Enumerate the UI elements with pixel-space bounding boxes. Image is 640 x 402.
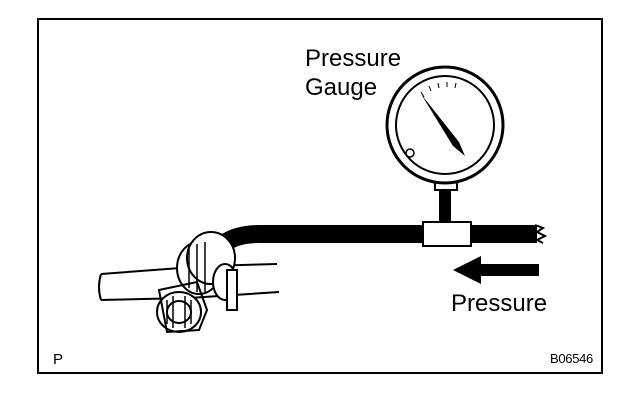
gauge-needle bbox=[421, 94, 465, 156]
pressure-hose bbox=[202, 225, 537, 267]
corner-mark: P bbox=[53, 351, 64, 368]
diagram-illustration bbox=[98, 65, 548, 334]
diagram-frame: Pressure Gauge Pressure P B06546 bbox=[37, 18, 603, 374]
gauge-label-line1: Pressure bbox=[305, 45, 402, 72]
tee-fitting bbox=[422, 221, 472, 247]
gauge-label: Pressure Gauge bbox=[305, 44, 401, 102]
gauge-stem bbox=[439, 188, 451, 222]
gauge-label-line2: Gauge bbox=[305, 74, 378, 101]
hose-cut-end bbox=[534, 224, 548, 244]
flow-arrow bbox=[453, 256, 539, 284]
gauge-screw bbox=[405, 148, 415, 158]
pressure-gauge bbox=[385, 65, 505, 185]
flow-label: Pressure bbox=[451, 290, 548, 317]
figure-id: B06546 bbox=[549, 351, 593, 366]
